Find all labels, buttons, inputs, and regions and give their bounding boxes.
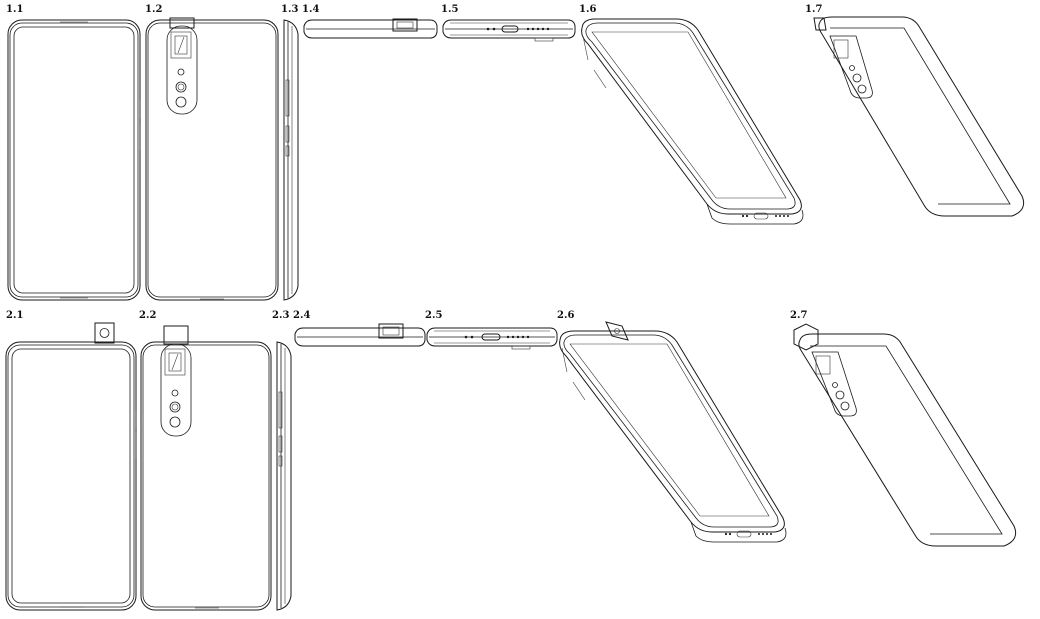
figure-label-1-5: 1.5 xyxy=(441,4,458,15)
phone-back-perspective-2-7 xyxy=(793,323,1017,547)
phone-side-view-2-3 xyxy=(276,341,292,611)
figure-label-2-7: 2.7 xyxy=(790,310,807,321)
figure-label-1-2: 1.2 xyxy=(145,4,162,15)
figure-label-1-3: 1.3 xyxy=(281,4,298,15)
phone-back-view-2-2 xyxy=(140,325,272,611)
phone-top-view-2-4 xyxy=(294,323,426,347)
figure-label-2-6: 2.6 xyxy=(557,310,574,321)
phone-back-view-1-2 xyxy=(145,17,279,301)
phone-front-perspective-2-6 xyxy=(559,321,787,543)
phone-front-view-1-1 xyxy=(7,19,141,301)
phone-bottom-view-2-5 xyxy=(426,327,558,350)
figure-label-2-3: 2.3 xyxy=(272,310,289,321)
figure-label-1-6: 1.6 xyxy=(579,4,596,15)
figure-label-2-4: 2.4 xyxy=(293,310,310,321)
figure-label-1-4: 1.4 xyxy=(302,4,319,15)
figure-label-1-7: 1.7 xyxy=(805,4,822,15)
phone-front-view-2-1 xyxy=(5,322,137,611)
phone-top-view-1-4 xyxy=(303,18,438,39)
figure-label-2-1: 2.1 xyxy=(6,310,23,321)
figure-label-2-5: 2.5 xyxy=(425,310,442,321)
phone-front-perspective-1-6 xyxy=(581,18,804,225)
phone-side-view-1-3 xyxy=(283,19,299,301)
figure-label-2-2: 2.2 xyxy=(139,310,156,321)
phone-back-perspective-1-7 xyxy=(813,16,1025,217)
phone-bottom-view-1-5 xyxy=(442,19,576,42)
figure-label-1-1: 1.1 xyxy=(6,4,23,15)
